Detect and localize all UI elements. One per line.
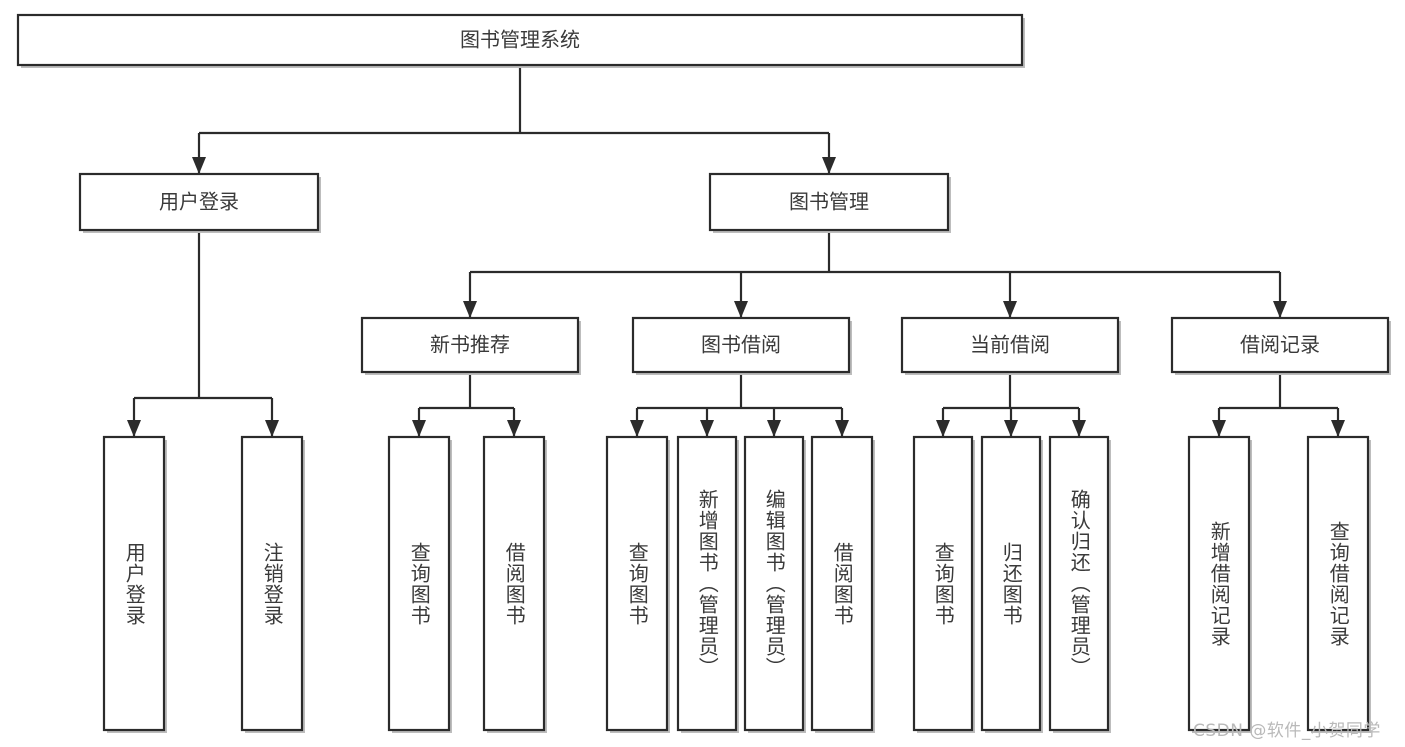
book-manage-arrow-1 [734, 301, 748, 318]
edges-layer [127, 65, 1345, 437]
node-leaf-query-book-3[interactable] [912, 435, 974, 732]
node-leaf-user-login[interactable] [102, 435, 166, 732]
node-book-manage-label: 图书管理 [789, 190, 869, 214]
node-leaf-add-record[interactable] [1187, 435, 1251, 732]
book-borrow-arrow-2 [767, 420, 781, 437]
node-new-book-rec[interactable] [360, 316, 580, 374]
node-book-manage[interactable] [708, 172, 950, 232]
book-borrow-arrow-3 [835, 420, 849, 437]
node-new-book-rec-label: 新书推荐 [430, 333, 510, 357]
borrow-record-arrow-1 [1331, 420, 1345, 437]
book-borrow-arrow-1 [700, 420, 714, 437]
node-root[interactable] [16, 13, 1024, 67]
node-current-borrow-label: 当前借阅 [970, 333, 1050, 357]
book-borrow-arrow-0 [630, 420, 644, 437]
book-manage-arrow-2 [1003, 301, 1017, 318]
node-leaf-add-book[interactable] [676, 435, 738, 732]
book-manage-arrow-3 [1273, 301, 1287, 318]
current-borrow-arrow-0 [936, 420, 950, 437]
node-leaf-borrow-book-1[interactable] [482, 435, 546, 732]
node-root-label: 图书管理系统 [460, 28, 580, 52]
node-leaf-query-book-2[interactable] [605, 435, 669, 732]
node-leaf-logout[interactable] [240, 435, 304, 732]
node-leaf-confirm-return[interactable] [1048, 435, 1110, 732]
node-borrow-record[interactable] [1170, 316, 1390, 374]
node-borrow-record-label: 借阅记录 [1240, 333, 1320, 357]
node-leaf-query-record[interactable] [1306, 435, 1370, 732]
node-user-login[interactable] [78, 172, 320, 232]
current-borrow-arrow-1 [1004, 420, 1018, 437]
node-current-borrow[interactable] [900, 316, 1120, 374]
node-leaf-borrow-book-2[interactable] [810, 435, 874, 732]
current-borrow-arrow-2 [1072, 420, 1086, 437]
watermark: CSDN @软件_小贺同学 [1193, 721, 1381, 741]
node-leaf-edit-book[interactable] [743, 435, 805, 732]
new-book-rec-arrow-0 [412, 420, 426, 437]
user-login-arrow-1 [265, 420, 279, 437]
user-login-arrow-0 [127, 420, 141, 437]
node-book-borrow[interactable] [631, 316, 851, 374]
root-arrow-1 [822, 157, 836, 174]
root-arrow-0 [192, 157, 206, 174]
node-leaf-return-book[interactable] [980, 435, 1042, 732]
node-user-login-label: 用户登录 [159, 190, 239, 214]
node-leaf-query-book-1[interactable] [387, 435, 451, 732]
new-book-rec-arrow-1 [507, 420, 521, 437]
node-book-borrow-label: 图书借阅 [701, 333, 781, 357]
book-manage-arrow-0 [463, 301, 477, 318]
borrow-record-arrow-0 [1212, 420, 1226, 437]
